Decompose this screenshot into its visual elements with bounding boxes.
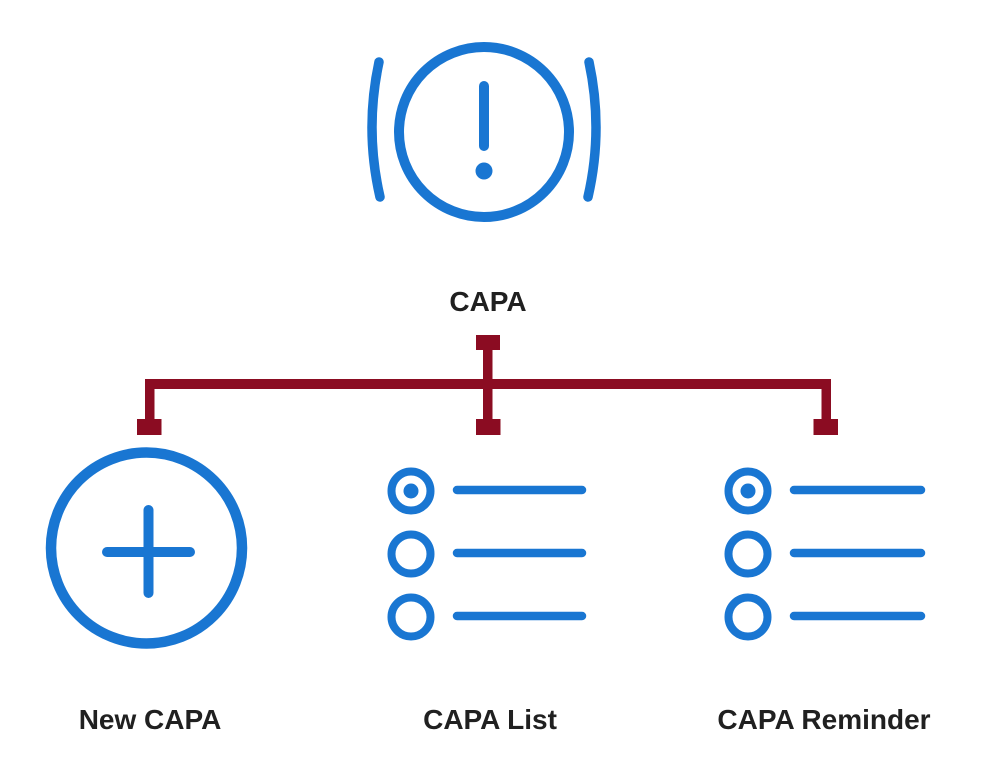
- connector-top-stem: [483, 349, 493, 380]
- alert-right-arc-icon: [583, 57, 601, 202]
- radio-list-icon[interactable]: [719, 461, 931, 643]
- radio-selected-outline: [724, 467, 772, 515]
- radio-outline-3: [724, 593, 772, 641]
- radio-selected-dot: [403, 483, 419, 499]
- plus-circle-outline: [45, 447, 248, 649]
- child-node-label-new-capa: New CAPA: [78, 704, 222, 735]
- child-node-label-capa-reminder: CAPA Reminder: [717, 704, 931, 735]
- radio-outline-2: [724, 530, 772, 578]
- connector-center-stem: [483, 388, 493, 420]
- connector-horizontal-bar: [145, 379, 831, 389]
- radio-outline-2: [387, 530, 435, 578]
- child-node-label-capa-list: CAPA List: [423, 704, 557, 735]
- alert-exclamation-dot: [475, 162, 493, 180]
- connector-top-cap: [476, 335, 500, 350]
- connector-center-cap: [476, 419, 501, 435]
- connector-right-stem: [821, 388, 831, 420]
- radio-selected-outline: [387, 467, 435, 515]
- alert-circle: [394, 42, 574, 222]
- connector-left-stem: [145, 388, 155, 420]
- plus-circle-icon[interactable]: [40, 441, 254, 655]
- alert-left-arc-icon: [367, 57, 385, 202]
- root-node-label: CAPA: [449, 286, 527, 317]
- radio-outline-3: [387, 593, 435, 641]
- tree-connector: [137, 335, 838, 435]
- connector-left-cap: [137, 419, 162, 435]
- radio-list-icon[interactable]: [382, 461, 594, 643]
- radio-selected-dot: [740, 483, 756, 499]
- alert-icon[interactable]: [358, 38, 610, 228]
- connector-right-cap: [813, 419, 838, 435]
